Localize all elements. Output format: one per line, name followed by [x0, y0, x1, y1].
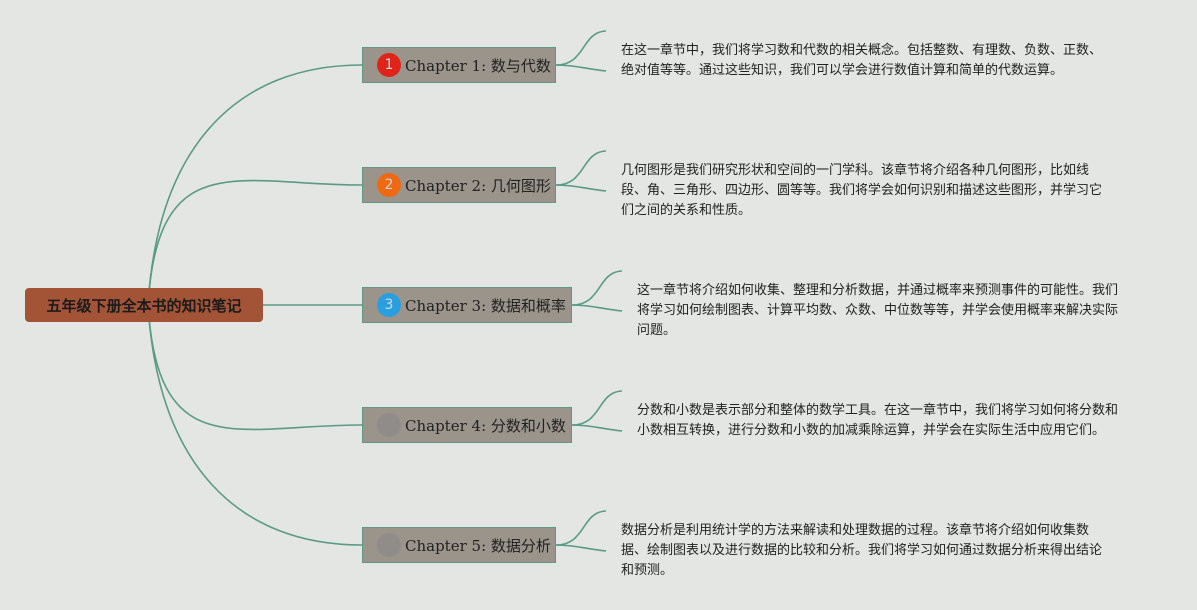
chapter-4-brace-bottom	[571, 424, 623, 432]
chapter-3-label: Chapter 3: 数据和概率	[405, 296, 566, 315]
chapter-1-brace-top	[555, 30, 607, 66]
chapter-4-label: Chapter 4: 分数和小数	[405, 416, 566, 435]
chapter-1-node[interactable]: 1 Chapter 1: 数与代数	[362, 47, 556, 83]
root-topic-label: 五年级下册全本书的知识笔记	[46, 296, 242, 315]
chapter-1-label: Chapter 1: 数与代数	[405, 56, 551, 75]
chapter-4-node[interactable]: Chapter 4: 分数和小数	[362, 407, 572, 443]
chapter-1-number-badge: 1	[377, 53, 401, 77]
chapter-3-brace-top	[571, 270, 623, 306]
chapter-4-description: 分数和小数是表示部分和整体的数学工具。在这一章节中，我们将学习如何将分数和小数相…	[637, 403, 1119, 438]
chapter-2-node[interactable]: 2 Chapter 2: 几何图形	[362, 167, 556, 203]
chapter-5-label: Chapter 5: 数据分析	[405, 536, 551, 555]
chapter-1-brace-bottom	[555, 64, 607, 72]
root-to-chapter-4-line	[147, 304, 363, 431]
chapter-1-description: 在这一章节中，我们将学习数和代数的相关概念。包括整数、有理数、负数、正数、绝对值…	[621, 43, 1103, 78]
chapter-2-brace-bottom	[555, 184, 607, 192]
chapter-3-node[interactable]: 3 Chapter 3: 数据和概率	[362, 287, 572, 323]
chapter-2-description: 几何图形是我们研究形状和空间的一门学科。该章节将介绍各种几何图形，比如线段、角、…	[621, 163, 1103, 218]
chapter-5-brace-bottom	[555, 544, 607, 552]
root-to-chapter-2-line	[147, 179, 363, 306]
chapter-3-number-badge: 3	[377, 293, 401, 317]
chapter-4-brace-top	[571, 390, 623, 426]
chapter-2-number-badge: 2	[377, 173, 401, 197]
root-topic[interactable]: 五年级下册全本书的知识笔记	[25, 288, 263, 322]
chapter-5-badge	[377, 533, 401, 557]
chapter-3-brace-bottom	[571, 304, 623, 312]
root-to-chapter-5-line	[147, 304, 363, 546]
chapter-2-label: Chapter 2: 几何图形	[405, 176, 551, 195]
chapter-5-description: 数据分析是利用统计学的方法来解读和处理数据的过程。该章节将介绍如何收集数据、绘制…	[621, 523, 1103, 578]
chapter-4-badge	[377, 413, 401, 437]
chapter-3-description: 这一章节将介绍如何收集、整理和分析数据，并通过概率来预测事件的可能性。我们将学习…	[637, 283, 1119, 338]
root-to-chapter-1-line	[147, 64, 363, 306]
chapter-5-brace-top	[555, 510, 607, 546]
chapter-2-brace-top	[555, 150, 607, 186]
chapter-5-node[interactable]: Chapter 5: 数据分析	[362, 527, 556, 563]
